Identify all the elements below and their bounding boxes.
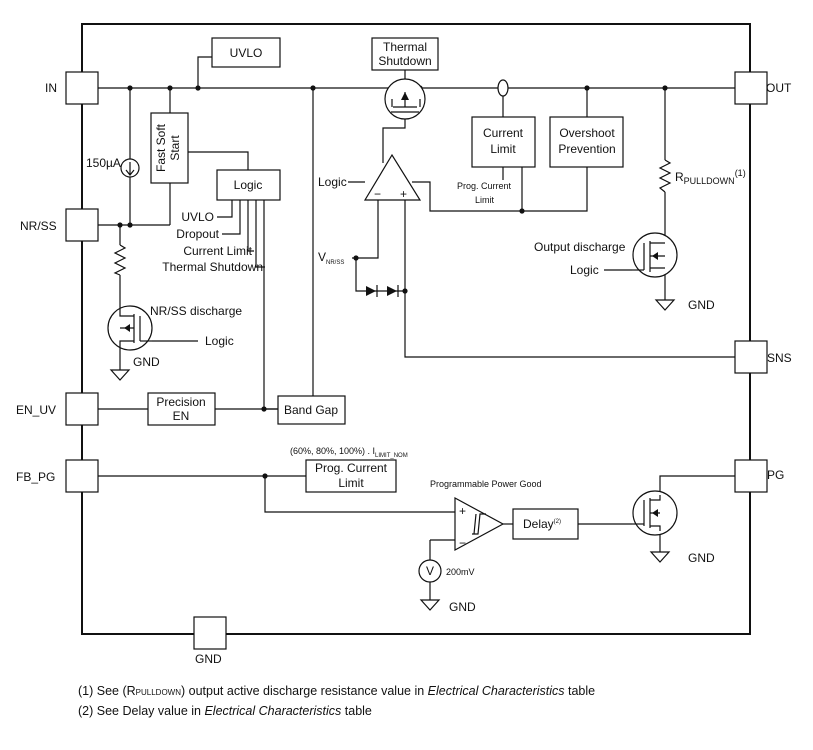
comp-plus: + (459, 504, 466, 518)
current-limit-block (471, 116, 536, 168)
pin-nr-ss (65, 208, 99, 242)
precision-label-1: Precision (156, 395, 205, 409)
uvlo-block (211, 37, 281, 68)
ground-icon (654, 299, 676, 311)
prog-current-limit-block (305, 459, 397, 493)
pin-label-pg: PG (767, 468, 784, 482)
fast-soft-label-1: Fast Soft (154, 123, 168, 172)
pin-in (65, 71, 99, 105)
logic-label: Logic (234, 178, 263, 192)
footnote-1: (1) See (RPULLDOWN) output active discha… (78, 684, 596, 698)
diode-icon (366, 285, 399, 297)
overshoot-prevention-block (549, 116, 624, 168)
delay-block (512, 508, 579, 540)
nrss-resistor-icon (113, 244, 127, 276)
prog-current-label-2: Limit (338, 476, 364, 490)
band-gap-label: Band Gap (284, 403, 338, 417)
pin-fb-pg (65, 459, 99, 493)
percent-setting-label: (60%, 80%, 100%) . ILIMIT_NOM (290, 446, 408, 459)
prog-current-small-2: Limit (475, 195, 495, 205)
fast-soft-label-2: Start (168, 135, 182, 161)
thermal-shutdown-block (371, 37, 439, 71)
logic-input-dropout: Dropout (176, 227, 219, 241)
prog-current-label-1: Prog. Current (315, 461, 388, 475)
output-discharge-label: Output discharge (534, 240, 626, 254)
pin-label-en-uv: EN_UV (16, 403, 56, 417)
ground-icon (649, 551, 671, 563)
current-limit-label-1: Current (483, 126, 524, 140)
amp-logic-label: Logic (318, 175, 347, 189)
nrss-discharge-fet-icon (107, 305, 153, 351)
delay-label: Delay(2) (523, 517, 561, 531)
wires (98, 56, 735, 634)
pin-label-fb-pg: FB_PG (16, 470, 55, 484)
logic-input-thermal: Thermal Shutdown (162, 260, 263, 274)
voltage-source-icon (418, 559, 442, 583)
nrss-logic-label: Logic (205, 334, 234, 348)
current-source-label: 150µA (86, 156, 121, 170)
output-discharge-fet-icon (632, 232, 678, 278)
pin-sns (734, 340, 768, 374)
pin-gnd (193, 616, 227, 650)
chip-outline (81, 23, 751, 635)
pin-out (734, 71, 768, 105)
block-diagram: IN NR/SS EN_UV FB_PG OUT SNS PG GND UVLO… (16, 23, 792, 666)
pg-gnd-label: GND (688, 551, 715, 565)
pin-label-nr-ss: NR/SS (20, 219, 57, 233)
logic-input-uvlo: UVLO (181, 210, 214, 224)
output-gnd-label: GND (688, 298, 715, 312)
pin-pg (734, 459, 768, 493)
prog-current-small-1: Prog. Current (457, 181, 512, 191)
logic-input-current-limit: Current Limit (183, 244, 252, 258)
nrss-gnd-label: GND (133, 355, 160, 369)
pg-fet-icon (632, 490, 678, 536)
ground-icon (109, 369, 131, 381)
pulldown-resistor-icon (658, 159, 672, 193)
uvlo-label: UVLO (230, 46, 263, 60)
band-gap-block (277, 395, 346, 425)
comp-minus: − (459, 536, 466, 550)
pin-label-gnd: GND (195, 652, 222, 666)
precision-label-2: EN (173, 409, 190, 423)
comparator-icon (454, 496, 505, 552)
amp-minus: − (374, 187, 381, 201)
error-amplifier-icon (363, 153, 422, 201)
thermal-label-2: Shutdown (378, 54, 431, 68)
pin-label-out: OUT (766, 81, 792, 95)
pass-fet-icon (384, 78, 426, 120)
overshoot-label-2: Prevention (558, 142, 615, 156)
pin-label-sns: SNS (767, 351, 792, 365)
current-source-icon (120, 158, 140, 178)
fast-soft-start-block (150, 112, 189, 184)
amp-plus: + (400, 187, 407, 201)
pins (65, 71, 768, 650)
rpulldown-label: RPULLDOWN(1) (675, 168, 746, 186)
output-logic-label: Logic (570, 263, 599, 277)
precision-en-block (147, 392, 216, 426)
footnotes: (1) See (RPULLDOWN) output active discha… (78, 682, 595, 720)
pin-en-uv (65, 392, 99, 426)
nrss-discharge-label: NR/SS discharge (150, 304, 242, 318)
voltage-source-symbol: V (426, 564, 434, 578)
footnote-2: (2) See Delay value in Electrical Charac… (78, 704, 372, 718)
logic-block (216, 169, 281, 201)
programmable-pg-label: Programmable Power Good (430, 479, 542, 489)
ground-icon (419, 599, 441, 611)
voltage-source-value: 200mV (446, 567, 475, 577)
vnrss-label: VNR/SS (318, 250, 344, 266)
current-sense-icon (497, 79, 509, 97)
thermal-label-1: Thermal (383, 40, 427, 54)
overshoot-label-1: Overshoot (559, 126, 615, 140)
pin-label-in: IN (45, 81, 57, 95)
ref-gnd-label: GND (449, 600, 476, 614)
current-limit-label-2: Limit (490, 142, 516, 156)
